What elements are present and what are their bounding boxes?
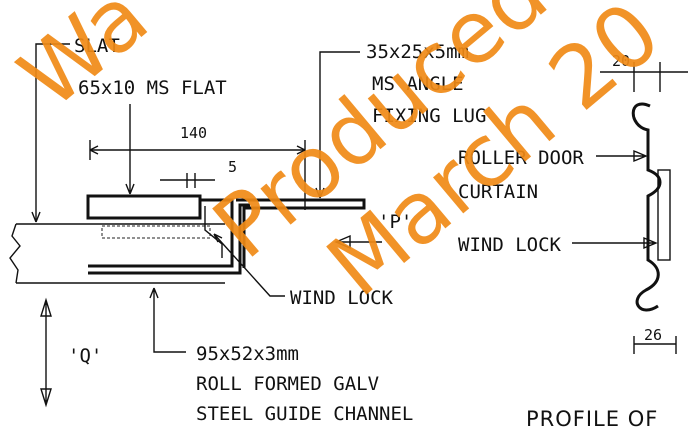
label-angle-material: MS ANGLE [372, 73, 464, 95]
label-fixing-lug: FIXING LUG [372, 105, 486, 127]
label-wind-lock-left: WIND LOCK [290, 287, 394, 309]
wind-lock-strip [657, 169, 671, 261]
curtain-s-profile [631, 102, 662, 312]
wind-lock-hook [204, 206, 223, 258]
label-slat: SLAT [74, 35, 120, 57]
label-channel-material: ROLL FORMED GALV [196, 373, 379, 395]
channel-leader [149, 287, 186, 353]
slat-break-line [9, 223, 21, 284]
label-dim-5: 5 [228, 158, 237, 176]
label-channel-type: STEEL GUIDE CHANNEL [196, 403, 413, 425]
label-roller-door: ROLLER DOOR [458, 147, 584, 169]
dimension-5-line [160, 173, 215, 188]
label-q-marker: 'Q' [68, 345, 102, 367]
wind-lock-leader [213, 233, 285, 297]
label-dim-20: 20 [612, 52, 630, 70]
label-channel-size: 95x52x3mm [196, 343, 299, 365]
dimension-26-line [633, 336, 677, 354]
guide-channel-outline [88, 203, 250, 275]
guide-channel-inner [88, 198, 234, 268]
flat-leader [125, 104, 135, 195]
label-ms-flat: 65x10 MS FLAT [78, 77, 227, 99]
ms-flat-plate [86, 194, 202, 220]
guide-channel-section [9, 43, 382, 408]
wind-lock-hatch [101, 225, 211, 239]
label-angle-size: 35x25x5mm [366, 41, 469, 63]
label-wind-lock-right: WIND LOCK [458, 234, 562, 256]
watermark-line-1: Wa [1, 0, 167, 128]
dimension-20-line [600, 62, 688, 92]
dimension-140-arrows [89, 145, 306, 155]
wind-lock-right-leader [572, 236, 658, 250]
roller-door-leader [596, 149, 648, 163]
slat-leader [35, 43, 70, 222]
label-curtain: CURTAIN [458, 181, 538, 203]
slat-leader-arrow [31, 211, 41, 223]
label-dim-26: 26 [644, 326, 662, 344]
curtain-profile [572, 62, 688, 354]
ms-angle-lug [236, 198, 366, 268]
label-p-marker: 'P' [378, 211, 412, 233]
label-profile-title: PROFILE OF [526, 407, 658, 427]
label-dim-140: 140 [180, 124, 207, 142]
angle-leader [315, 51, 360, 199]
q-arrow [40, 297, 52, 408]
slat-outline [16, 223, 225, 284]
p-arrow [334, 234, 382, 250]
